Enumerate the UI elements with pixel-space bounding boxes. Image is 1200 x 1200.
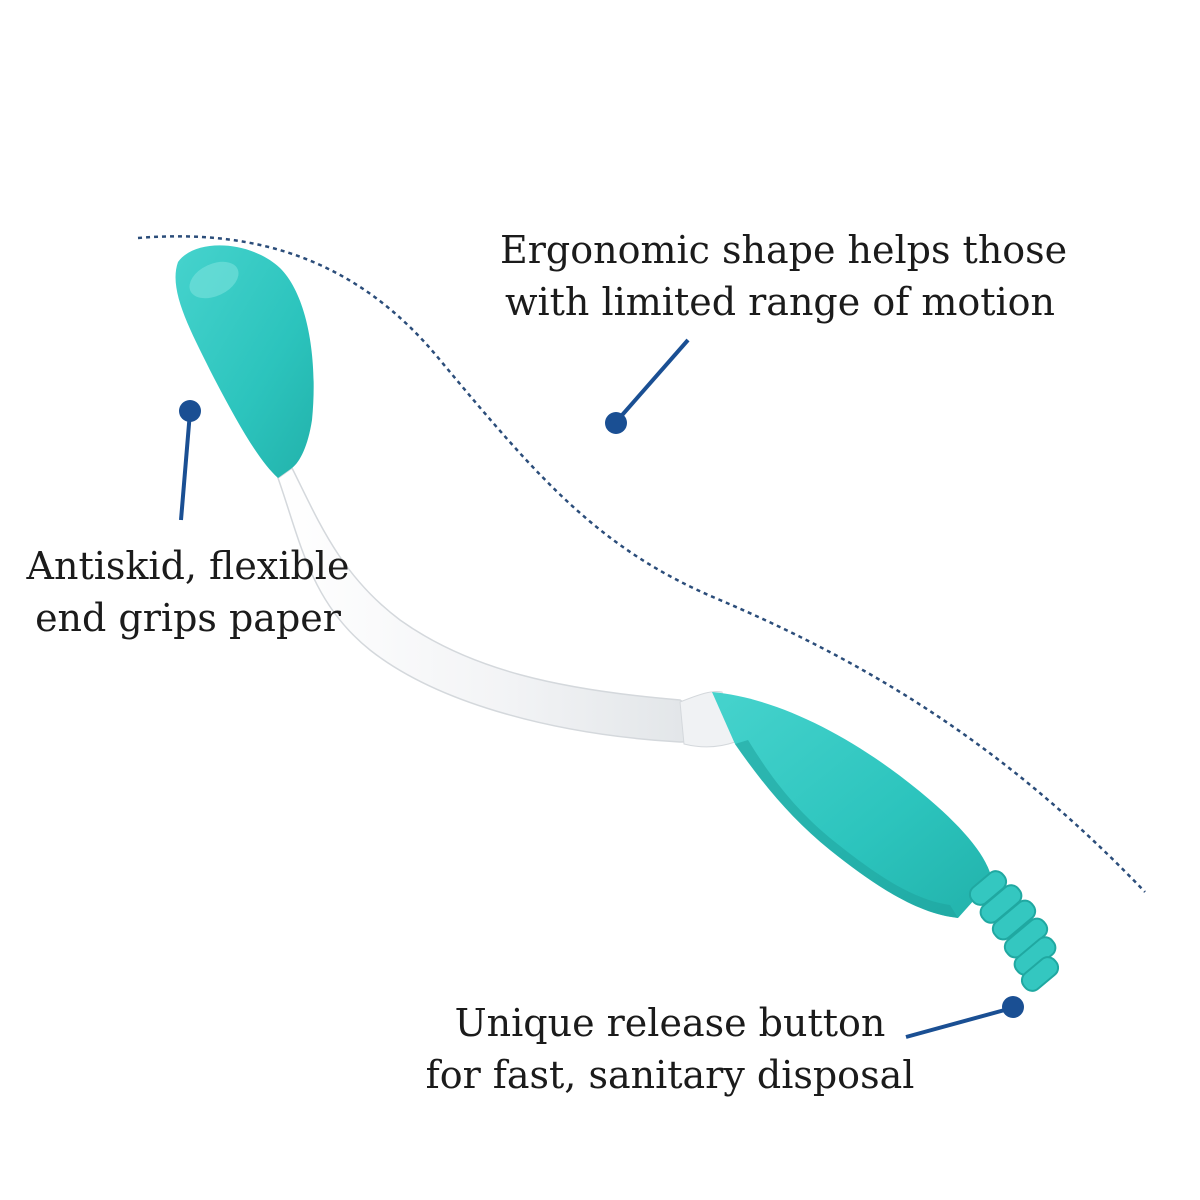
antiskid-callout-line-2: end grips paper (35, 596, 341, 640)
release-callout-pointer (905, 996, 1024, 1039)
wand-head-highlight (189, 261, 239, 299)
grip-callout-pointer (179, 400, 201, 521)
ergonomic-curve-dotted-line (137, 235, 1146, 893)
ergonomic-callout-line-1: Ergonomic shape helps those (500, 228, 1068, 272)
ergonomic-callout-text: Ergonomic shape helps those with limited… (500, 224, 1068, 328)
wand-handle-shading (735, 740, 958, 918)
ergonomic-callout-line-2: with limited range of motion (504, 280, 1056, 324)
wand-gripping-head (175, 245, 314, 478)
release-button-ribs (968, 870, 1060, 992)
release-callout-text: Unique release button for fast, sanitary… (420, 997, 920, 1101)
release-callout-line-1: Unique release button (454, 1001, 886, 1045)
release-callout-line-2: for fast, sanitary disposal (425, 1053, 915, 1097)
antiskid-callout-text: Antiskid, flexible end grips paper (18, 540, 358, 644)
antiskid-callout-line-1: Antiskid, flexible (26, 544, 350, 588)
wand-handle (712, 692, 992, 918)
ergonomic-callout-pointer (605, 338, 690, 434)
